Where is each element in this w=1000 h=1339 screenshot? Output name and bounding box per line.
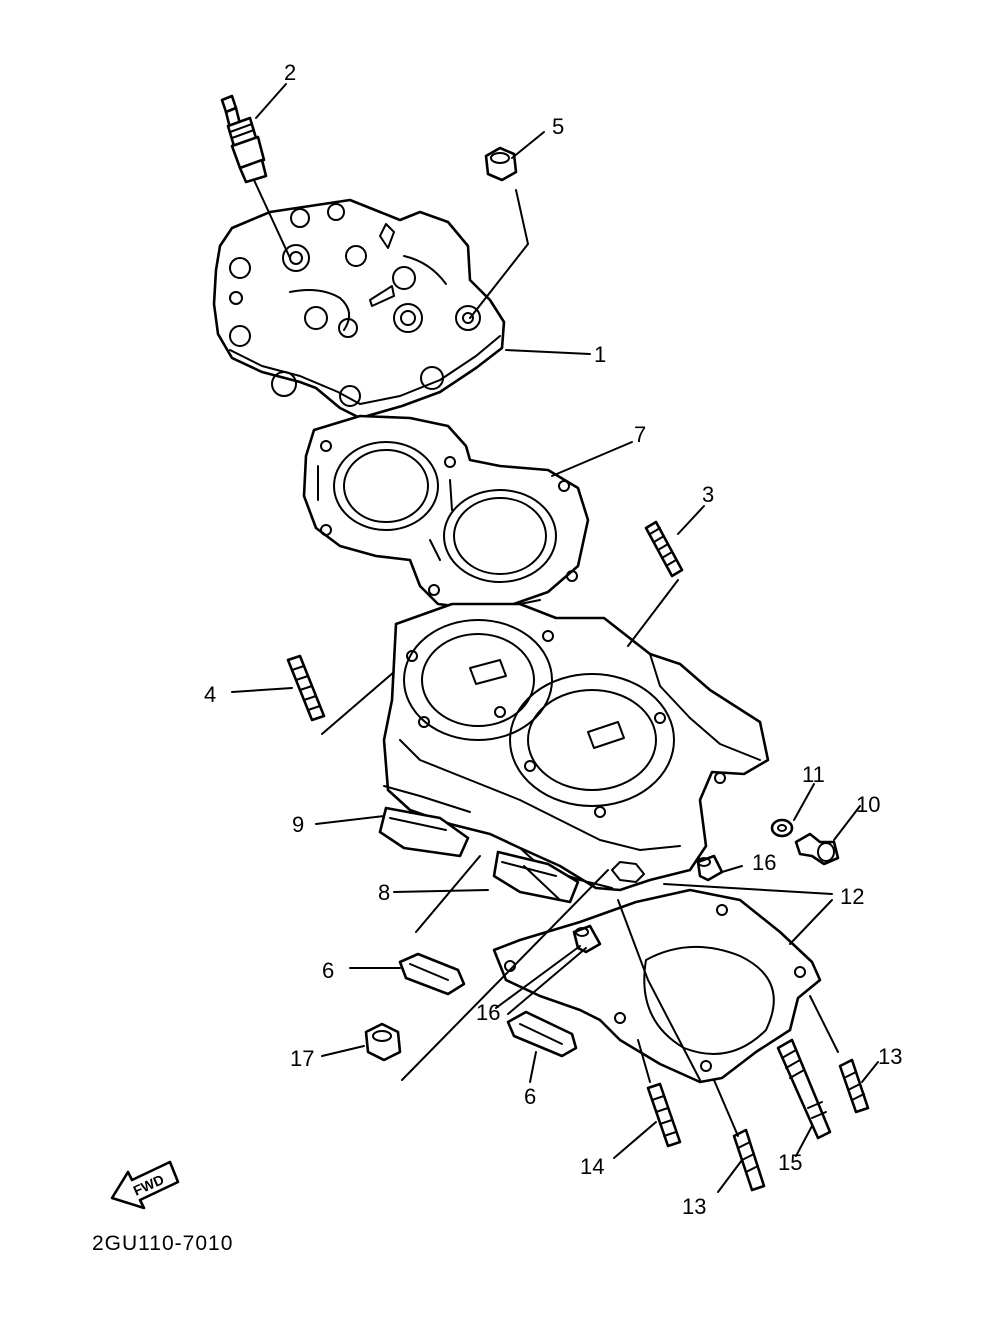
callout-3: 3: [702, 482, 714, 507]
spark-plug: [220, 94, 268, 184]
stud-bolt-14: [646, 1082, 682, 1148]
stud-bolt-13a: [838, 1058, 870, 1114]
stud-bolt-15: [776, 1038, 832, 1140]
callout-1: 1: [594, 342, 606, 367]
callout-6a: 6: [322, 958, 334, 983]
callout-9: 9: [292, 812, 304, 837]
callout-16b: 16: [476, 1000, 500, 1025]
cylinder-base-gasket: [492, 888, 822, 1084]
callout-10: 10: [856, 792, 880, 817]
intake-joint-9: [378, 806, 470, 858]
cylinder-head-gasket: [302, 414, 590, 610]
callout-13b: 13: [682, 1194, 706, 1219]
cylinder-block: [382, 602, 770, 892]
diagram-code: 2GU110-7010: [92, 1232, 233, 1255]
stud-bolt-13b: [732, 1128, 766, 1192]
callout-2: 2: [284, 60, 296, 85]
callout-15: 15: [778, 1150, 802, 1175]
callout-4: 4: [204, 682, 216, 707]
callout-7: 7: [634, 422, 646, 447]
callout-13a: 13: [878, 1044, 902, 1069]
cylinder-head-nut: [484, 146, 518, 182]
cover-plate-6b: [506, 1010, 578, 1058]
cover-plate-6a: [398, 952, 466, 996]
callout-14: 14: [580, 1154, 604, 1179]
forward-direction-arrow: FWD: [110, 1160, 180, 1210]
callout-6b: 6: [524, 1084, 536, 1109]
callout-5: 5: [552, 114, 564, 139]
stud-bolt-4: [286, 654, 326, 722]
leader-lines: [231, 83, 879, 1193]
dowel-pin-16a: [696, 854, 724, 882]
callout-numbers: 2 5 1 7 3 4 9 11 10 16 8 12 6 16 17 13 6…: [204, 60, 902, 1219]
cylinder-head: [212, 198, 506, 420]
bolt-10: [794, 832, 840, 866]
washer-11: [770, 818, 794, 838]
callout-17: 17: [290, 1046, 314, 1071]
callout-8: 8: [378, 880, 390, 905]
callout-12: 12: [840, 884, 864, 909]
callout-11: 11: [802, 762, 825, 787]
stud-bolt-3: [644, 520, 684, 578]
callout-16a: 16: [752, 850, 776, 875]
nut-17: [364, 1022, 402, 1062]
